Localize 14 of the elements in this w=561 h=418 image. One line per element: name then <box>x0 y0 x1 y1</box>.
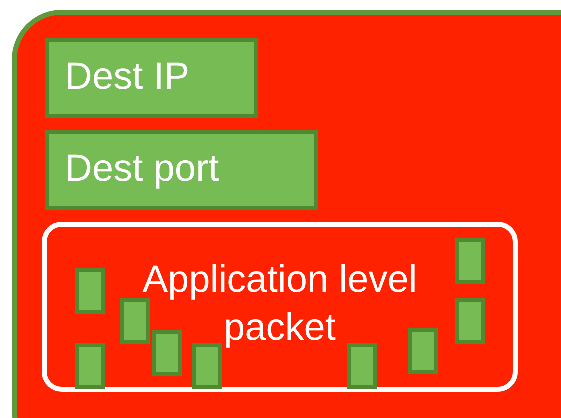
data-chunk-box <box>455 298 485 344</box>
data-chunk-box <box>120 298 150 344</box>
data-chunk-box <box>75 343 105 389</box>
data-chunk-box <box>408 328 438 374</box>
packet-label: Application level packet <box>142 258 418 350</box>
data-chunk-box <box>152 330 182 376</box>
data-chunk-box <box>347 343 377 389</box>
data-chunk-box <box>75 268 105 314</box>
header-panel <box>12 10 561 418</box>
header-field-box: Dest port <box>45 130 318 210</box>
header-field-box: Dest IP <box>45 38 258 118</box>
data-chunk-box <box>192 343 222 389</box>
data-chunk-box <box>455 238 485 284</box>
packet-frame <box>42 222 518 392</box>
